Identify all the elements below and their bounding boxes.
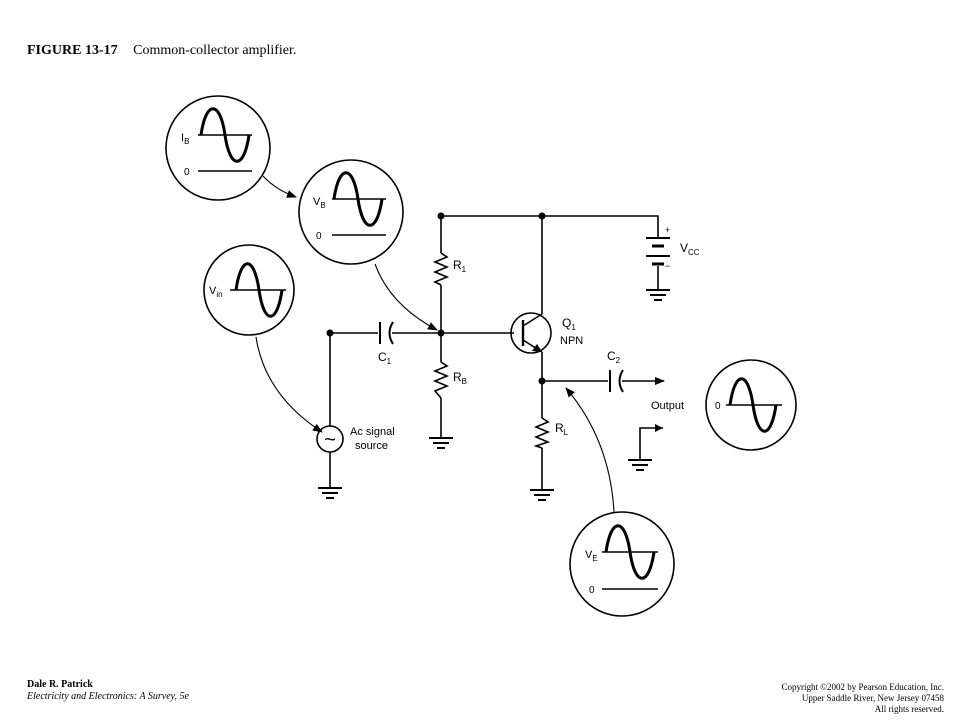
junction-dot — [326, 329, 334, 337]
label-rb: RB — [453, 370, 467, 386]
footer-author-block: Dale R. Patrick Electricity and Electron… — [27, 679, 189, 703]
label-source-line2: source — [355, 440, 388, 452]
label-rl: RL — [555, 421, 569, 437]
label-minus: − — [665, 261, 670, 271]
label-source-line1: Ac signal — [350, 426, 395, 438]
capacitor-c1-curved-plate — [388, 321, 394, 345]
waveform-vb-zero: 0 — [316, 231, 322, 242]
ground-rb-icon — [429, 437, 453, 449]
waveform-ve-label: VE — [585, 549, 598, 563]
waveform-vb: VB 0 — [298, 159, 404, 265]
junction-dot — [538, 212, 546, 220]
top-rail-wire — [441, 215, 659, 237]
resistor-r1 — [432, 252, 450, 286]
footer-copyright-line2: Upper Saddle River, New Jersey 07458 — [801, 693, 944, 703]
transistor-emitter-arrow — [532, 344, 542, 352]
waveform-vin: Vin — [203, 244, 295, 336]
circuit-wiring — [329, 215, 665, 490]
ac-source-tilde: ~ — [324, 429, 336, 451]
output-ground-wire — [639, 427, 663, 460]
waveform-ib: IB 0 — [165, 95, 271, 201]
waveform-vb-circle — [298, 159, 404, 265]
arrow-vin-to-source — [255, 336, 323, 433]
label-npn: NPN — [560, 335, 583, 347]
battery-vcc — [646, 237, 670, 266]
ground-battery-icon — [646, 289, 670, 301]
footer-copyright-line1: Copyright ©2002 by Pearson Education, In… — [781, 682, 944, 692]
ground-rl-icon — [530, 489, 554, 501]
junction-dot — [538, 377, 546, 385]
waveform-vin-sine — [234, 262, 284, 318]
label-c1: C1 — [378, 350, 392, 366]
junction-dot — [437, 329, 445, 337]
waveform-vb-sine — [332, 171, 384, 227]
footer-book-title: Electricity and Electronics: A Survey, 5… — [27, 691, 189, 702]
transistor-collector-lead — [522, 313, 543, 327]
resistor-rl — [533, 417, 551, 449]
waveform-vin-label: Vin — [209, 285, 223, 299]
waveform-ve-sine — [604, 524, 656, 580]
footer-copyright-line3: All rights reserved. — [874, 704, 944, 714]
footer-copyright-block: Copyright ©2002 by Pearson Education, In… — [684, 682, 944, 715]
waveform-ib-sine — [199, 107, 251, 163]
waveform-ve-circle — [569, 511, 675, 617]
waveform-vb-label: VB — [313, 196, 326, 210]
label-vcc: VCC — [680, 241, 700, 257]
ground-output-icon — [628, 459, 652, 471]
arrow-vb-to-base — [374, 263, 438, 331]
transistor-q1 — [510, 312, 552, 354]
label-q1: Q1 — [562, 316, 576, 332]
waveform-ib-zero: 0 — [184, 167, 190, 178]
ground-symbols — [318, 289, 670, 501]
resistor-rb — [432, 361, 450, 399]
junction-dot — [437, 212, 445, 220]
footer-author: Dale R. Patrick — [27, 679, 93, 690]
ground-source-icon — [318, 487, 342, 499]
junction-dots — [326, 212, 546, 385]
waveform-output-zero: 0 — [715, 401, 721, 412]
output-ground-arrowhead — [655, 424, 663, 432]
figure-number: FIGURE 13-17 — [27, 43, 118, 58]
figure-caption: Common-collector amplifier. — [133, 43, 297, 58]
waveform-ve: VE 0 — [569, 511, 675, 617]
waveform-output: 0 — [705, 359, 797, 451]
capacitor-c2-curved-plate — [618, 369, 624, 393]
waveform-ib-label: IB — [181, 132, 189, 146]
waveform-ve-zero: 0 — [589, 585, 595, 596]
label-output: Output — [651, 400, 684, 412]
ac-source-icon — [316, 425, 344, 453]
label-plus: + — [665, 225, 670, 235]
label-r1: R1 — [453, 258, 467, 274]
figure-title: FIGURE 13-17 Common-collector amplifier. — [27, 43, 296, 59]
waveform-output-sine — [728, 377, 778, 433]
arrow-ve-to-emitter — [565, 387, 615, 513]
label-c2: C2 — [607, 349, 621, 365]
transistor-envelope — [510, 312, 552, 354]
waveform-ib-circle — [165, 95, 271, 201]
arrow-ib-to-vb — [262, 175, 297, 198]
